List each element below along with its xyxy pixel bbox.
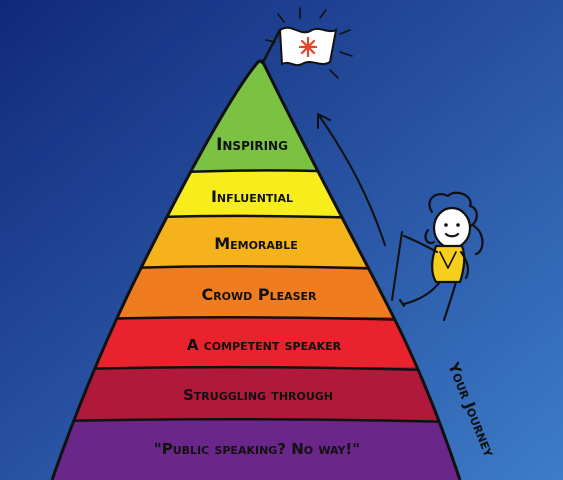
level-band-no-way	[52, 420, 460, 480]
level-band-competent	[52, 317, 460, 369]
level-label-no-way: "Public speaking? No way!"	[154, 440, 360, 458]
level-label-struggling: Struggling through	[183, 386, 333, 404]
level-label-memorable: Memorable	[214, 234, 298, 253]
level-label-crowd-pleaser: Crowd Pleaser	[201, 285, 317, 304]
level-label-influential: Influential	[211, 187, 293, 206]
level-label-competent: A competent speaker	[187, 336, 342, 354]
arrow-up-icon	[317, 113, 386, 246]
level-labels: Inspiring Influential Memorable Crowd Pl…	[154, 135, 360, 458]
mountain-outline	[50, 59, 462, 480]
level-band-struggling	[52, 367, 460, 422]
flag-icon	[260, 7, 353, 79]
climber-figure	[391, 191, 484, 322]
level-label-inspiring: Inspiring	[216, 135, 288, 155]
